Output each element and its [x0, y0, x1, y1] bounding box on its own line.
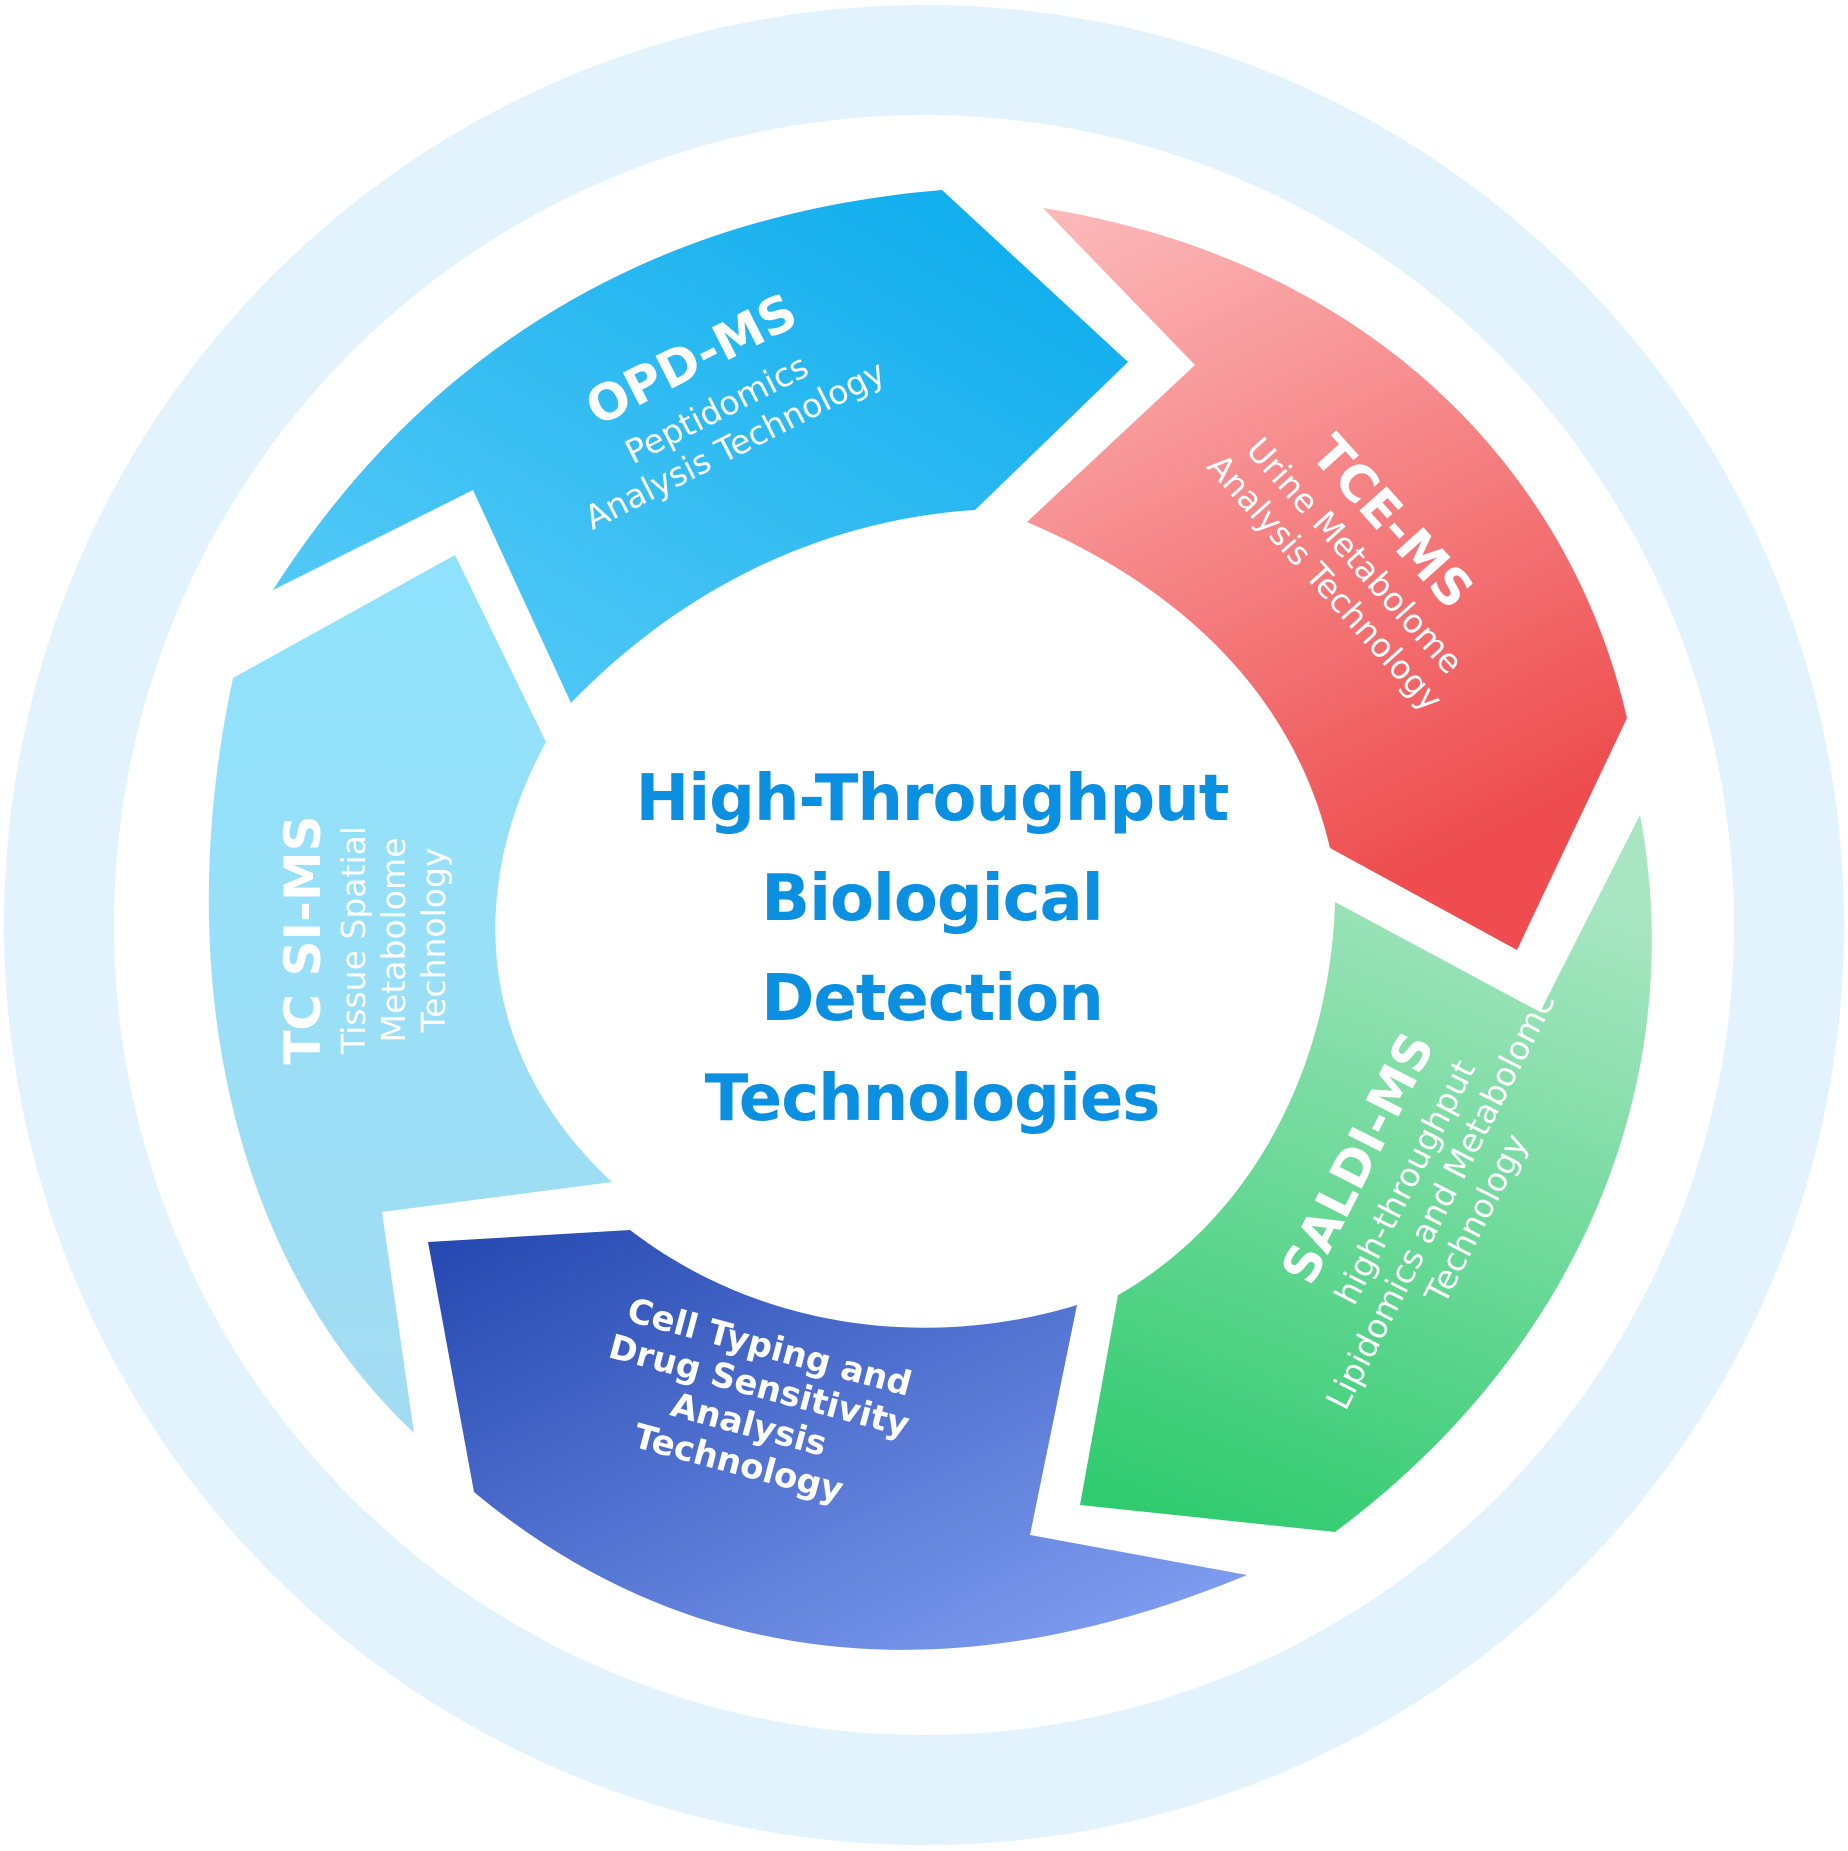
tc-si-ms-subtitle-3: Technology	[414, 848, 453, 1034]
segment-tce-ms	[1027, 208, 1627, 950]
center-title: High-Throughput Biological Detection Tec…	[636, 762, 1230, 1136]
segment-cell-typing	[428, 1230, 1247, 1650]
tc-si-ms-title: TC SI-MS	[274, 815, 332, 1064]
center-title-line-4: Technologies	[705, 1062, 1160, 1136]
center-title-line-2: Biological	[761, 862, 1102, 936]
tc-si-ms-subtitle-2: Metabolome	[374, 838, 413, 1043]
tc-si-ms-subtitle-1: Tissue Spatial	[334, 826, 373, 1055]
segment-tc-si-ms	[208, 555, 612, 1433]
center-title-line-3: Detection	[761, 962, 1103, 1036]
segment-saldi-ms	[1080, 815, 1652, 1532]
tc-si-ms-label: TC SI-MS Tissue Spatial Metabolome Techn…	[274, 815, 453, 1064]
center-title-line-1: High-Throughput	[636, 762, 1229, 836]
segment-opd-ms	[273, 190, 1128, 703]
